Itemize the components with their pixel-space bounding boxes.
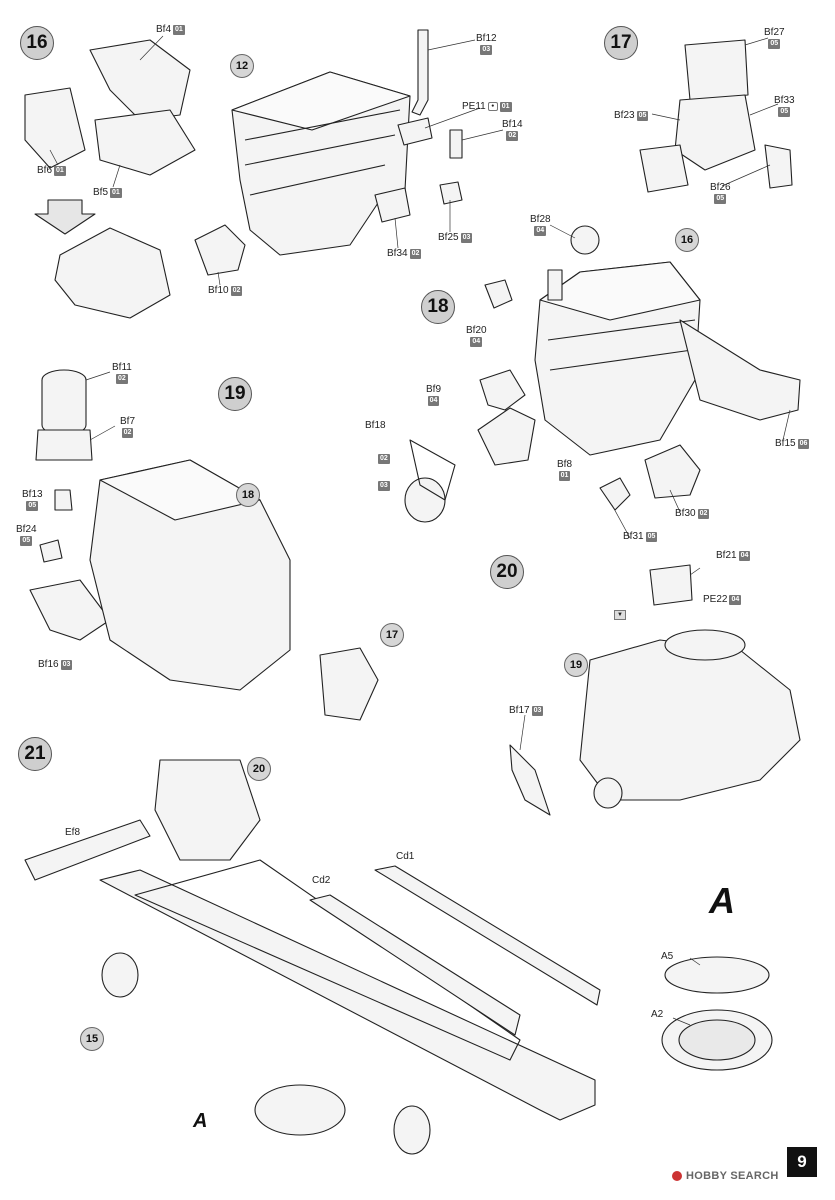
step-19-number: 19 <box>218 377 252 411</box>
step-17-number: 17 <box>604 26 638 60</box>
part-tag-bf18-03: 03 <box>378 481 390 491</box>
ref-assembly-19: 19 <box>564 653 588 677</box>
ref-assembly-15: 15 <box>80 1027 104 1051</box>
subassembly-a-callout: A <box>193 1110 208 1132</box>
step-16-number: 16 <box>20 26 54 60</box>
hobby-search-logo-icon <box>672 1171 682 1181</box>
part-label-a5: A5 <box>661 951 674 962</box>
step-21-number: 21 <box>18 737 52 771</box>
step-18-number: 18 <box>421 290 455 324</box>
part-label-cd2: Cd2 <box>312 875 331 886</box>
photo-etch-small-icon: ▼ <box>614 610 626 620</box>
step-20-number: 20 <box>490 555 524 589</box>
part-tag-bf18-02: 02 <box>378 454 390 464</box>
ref-assembly-12: 12 <box>230 54 254 78</box>
part-label-bf18: Bf18 <box>365 420 386 431</box>
watermark: HOBBY SEARCH <box>672 1170 779 1182</box>
part-label-pe11: PE11●01 <box>462 101 512 112</box>
ref-assembly-18: 18 <box>236 483 260 507</box>
part-label-ef8: Ef8 <box>65 827 81 838</box>
ref-assembly-20: 20 <box>247 757 271 781</box>
part-label-cd1: Cd1 <box>396 851 415 862</box>
subassembly-a-title: A <box>709 880 735 921</box>
ref-assembly-17: 17 <box>380 623 404 647</box>
photo-etch-icon: ● <box>487 102 498 111</box>
part-label-a2: A2 <box>651 1009 664 1020</box>
ref-assembly-16: 16 <box>675 228 699 252</box>
page-number: 9 <box>787 1147 817 1177</box>
